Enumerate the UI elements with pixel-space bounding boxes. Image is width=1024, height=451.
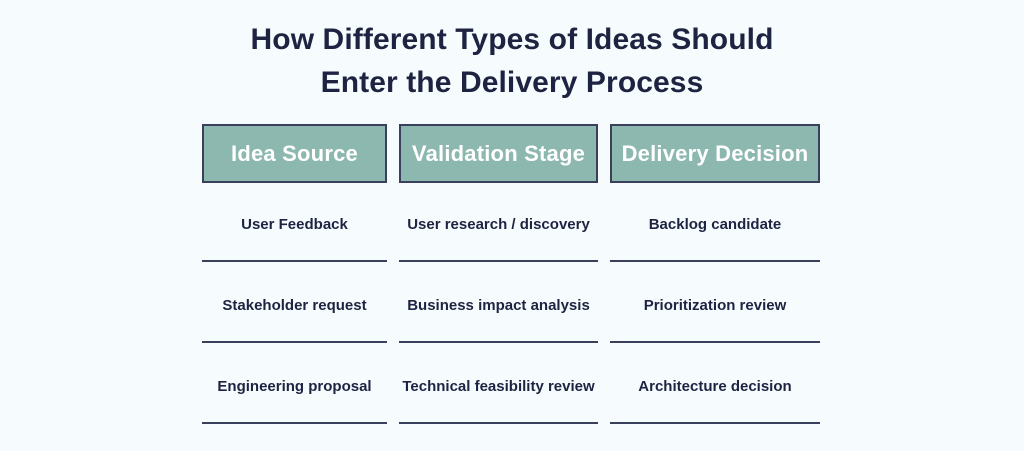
page-title-line-1: How Different Types of Ideas Should	[250, 23, 774, 56]
row-spacer	[202, 262, 820, 277]
cell-idea-source: Engineering proposal	[202, 358, 387, 424]
cell-validation-stage: Business impact analysis	[399, 277, 598, 343]
cell-delivery-decision: Backlog candidate	[610, 196, 820, 262]
table-header-validation-stage: Validation Stage	[399, 124, 598, 183]
page-title-line-2: Enter the Delivery Process	[320, 66, 704, 99]
table-row: User Feedback User research / discovery …	[202, 196, 820, 262]
table-header-row: Idea Source Validation Stage Delivery De…	[202, 124, 820, 183]
table-row: Engineering proposal Technical feasibili…	[202, 358, 820, 424]
comparison-table: Idea Source Validation Stage Delivery De…	[202, 124, 820, 424]
table-body: User Feedback User research / discovery …	[202, 196, 820, 424]
cell-delivery-decision: Architecture decision	[610, 358, 820, 424]
cell-delivery-decision: Prioritization review	[610, 277, 820, 343]
table-header-delivery-decision: Delivery Decision	[610, 124, 820, 183]
row-spacer	[202, 343, 820, 358]
cell-idea-source: User Feedback	[202, 196, 387, 262]
cell-validation-stage: Technical feasibility review	[399, 358, 598, 424]
table-header-idea-source: Idea Source	[202, 124, 387, 183]
page-title: How Different Types of Ideas Should Ente…	[0, 18, 1024, 104]
cell-validation-stage: User research / discovery	[399, 196, 598, 262]
cell-idea-source: Stakeholder request	[202, 277, 387, 343]
table-row: Stakeholder request Business impact anal…	[202, 277, 820, 343]
